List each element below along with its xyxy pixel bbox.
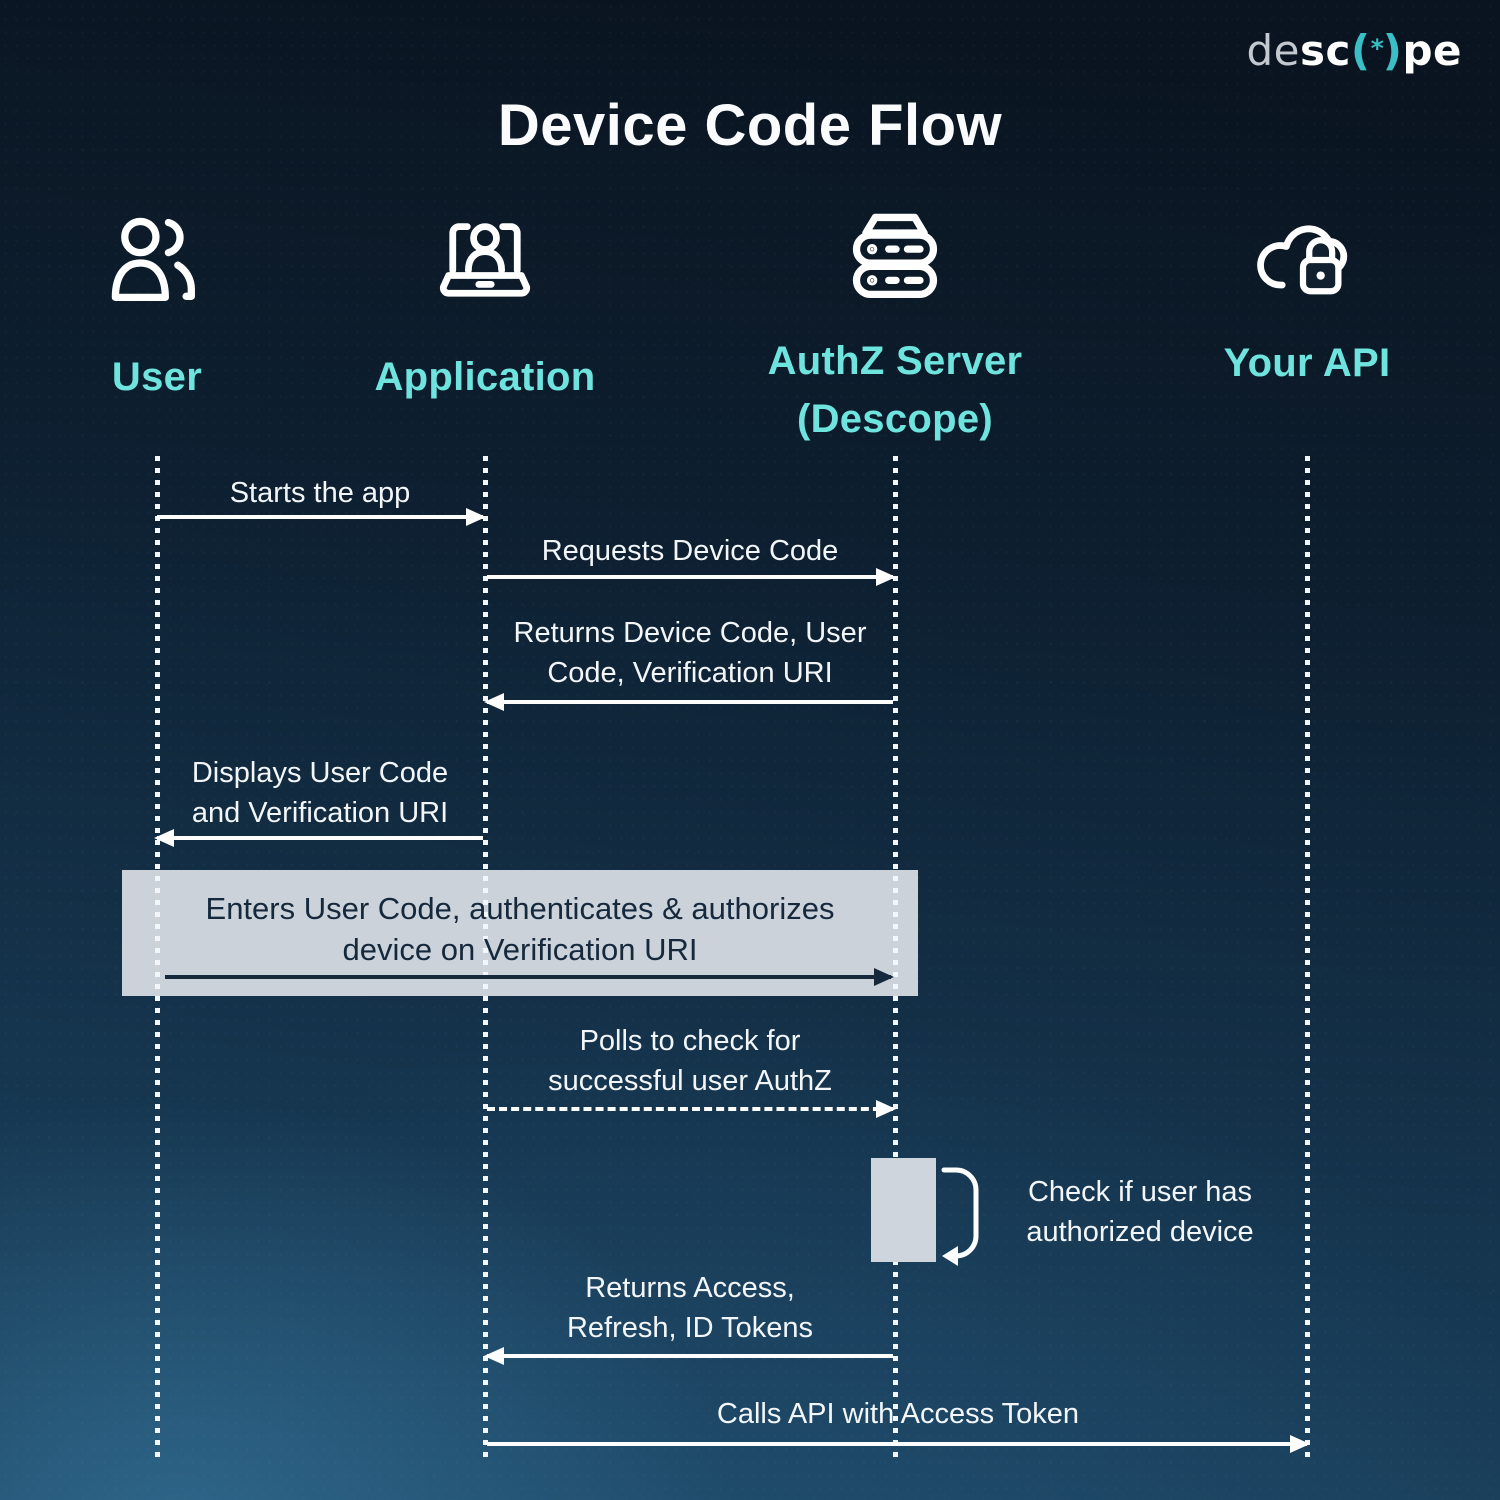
message-line: device on Verification URI — [342, 932, 698, 967]
arrow-user-to-application — [157, 508, 486, 526]
arrow-application-to-user — [154, 829, 483, 847]
server-icon — [843, 206, 947, 310]
message-line: successful user AuthZ — [548, 1065, 832, 1097]
laptop-user-icon — [433, 210, 537, 314]
arrow-application-to-authz — [487, 568, 896, 586]
message-label: Calls API with Access Token — [716, 1398, 1080, 1430]
actor-label-user: User — [111, 355, 203, 399]
lifeline-api — [1305, 456, 1310, 1464]
message-line: Check if user has — [1027, 1176, 1253, 1208]
page-title: Device Code Flow — [497, 93, 1003, 158]
message-label: Returns Device Code, User Code, Verifica… — [477, 613, 903, 693]
message-line: Refresh, ID Tokens — [566, 1312, 814, 1344]
message-label-highlighted: Enters User Code, authenticates & author… — [122, 888, 918, 970]
users-icon — [105, 210, 209, 314]
descope-logo: desc(*)pe — [1246, 26, 1462, 75]
self-loop-arrow — [941, 1167, 979, 1266]
logo-text: pe — [1402, 26, 1462, 75]
message-line: Returns Device Code, User — [513, 617, 867, 649]
message-line: Returns Access, — [585, 1272, 795, 1304]
message-line: Polls to check for — [579, 1025, 801, 1057]
message-label: Requests Device Code — [541, 535, 839, 567]
message-line: Code, Verification URI — [547, 657, 833, 689]
arrow-user-to-authz — [165, 968, 894, 986]
arrow-application-to-authz-dashed — [487, 1100, 896, 1118]
message-label-selfloop: Check if user has authorized device — [1000, 1172, 1280, 1252]
lifeline-authz — [893, 456, 898, 1464]
logo-text: sc — [1299, 26, 1351, 75]
message-line: and Verification URI — [191, 797, 449, 829]
message-line: authorized device — [1026, 1216, 1254, 1248]
cloud-lock-icon — [1251, 208, 1355, 312]
message-line: Enters User Code, authenticates & author… — [205, 891, 835, 926]
message-line: Displays User Code — [191, 757, 449, 789]
arrow-application-to-api — [487, 1435, 1310, 1453]
arrow-authz-to-application-tokens — [484, 1347, 893, 1365]
logo-text: de — [1246, 26, 1300, 75]
message-label: Starts the app — [229, 477, 411, 509]
lifeline-user — [155, 456, 160, 1464]
lifeline-application — [483, 456, 488, 1464]
actor-label-application: Application — [374, 355, 596, 399]
logo-paren-icon: ( — [1350, 26, 1371, 75]
activation-box — [871, 1158, 936, 1262]
actor-label-api: Your API — [1223, 341, 1391, 385]
message-label: Polls to check for successful user AuthZ — [487, 1021, 893, 1101]
actor-label-authz-line2: (Descope) — [796, 397, 994, 441]
arrow-authz-to-application — [484, 693, 893, 711]
actor-label-authz: AuthZ Server (Descope) — [695, 332, 1095, 448]
logo-asterisk-icon: * — [1370, 33, 1384, 63]
message-label: Returns Access, Refresh, ID Tokens — [487, 1268, 893, 1348]
logo-paren-icon: ) — [1382, 26, 1403, 75]
message-label: Displays User Code and Verification URI — [157, 753, 483, 833]
actor-label-authz-line1: AuthZ Server — [767, 339, 1023, 383]
